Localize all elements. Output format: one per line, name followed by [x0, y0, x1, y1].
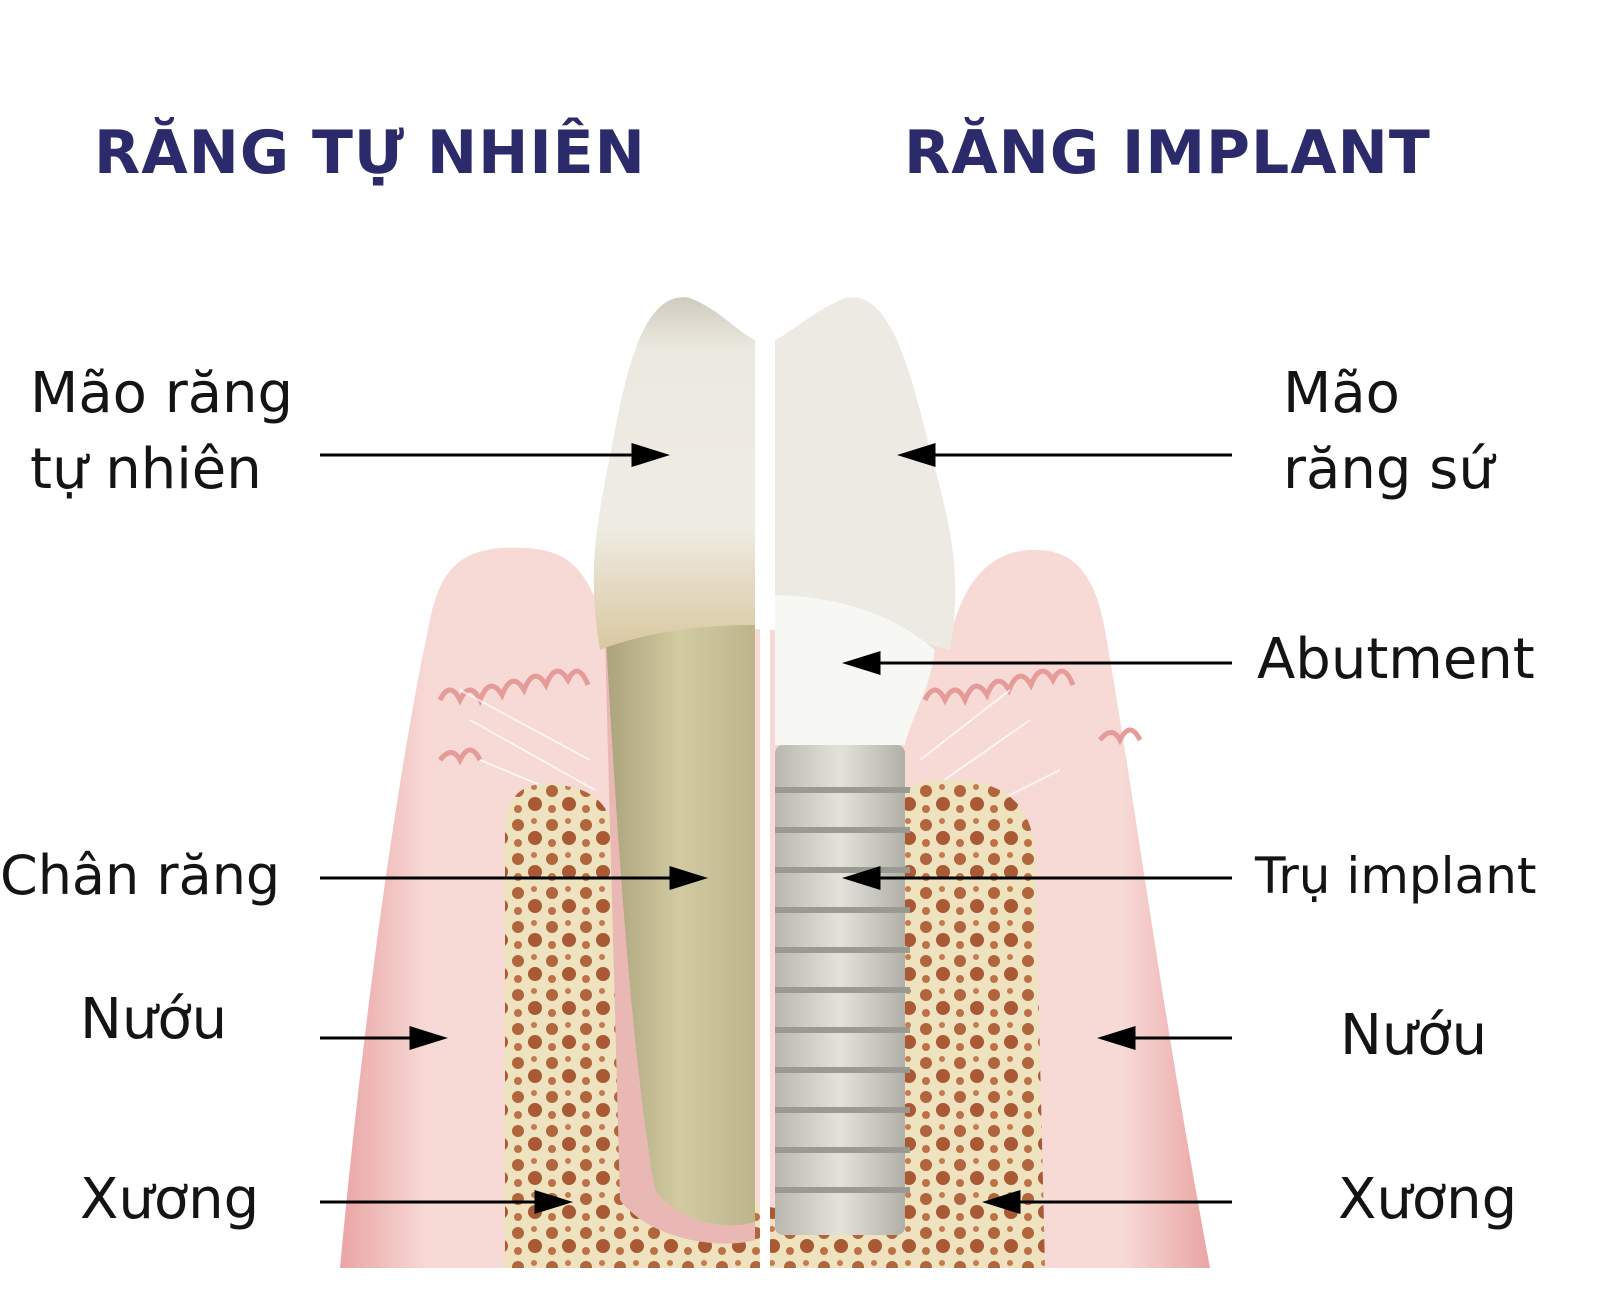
bone-left [505, 783, 630, 1268]
label-natural-bone: Xương [80, 1167, 260, 1232]
label-natural-root: Chân răng [0, 844, 281, 907]
natural-crown [593, 297, 755, 650]
label-abutment: Abutment [1257, 627, 1535, 692]
abutment-part [775, 595, 935, 745]
label-natural-crown: Mão răng tự nhiên [30, 356, 293, 508]
label-implant-gum: Nướu [1340, 1003, 1488, 1068]
label-natural-crown-line1: Mão răng [30, 361, 294, 426]
label-natural-crown-line2: tự nhiên [30, 437, 262, 502]
bone-right [900, 780, 1045, 1268]
natural-tooth-title: RĂNG TỰ NHIÊN [94, 118, 646, 188]
label-implant-crown-line1: Mão [1283, 361, 1400, 426]
pointer-arrows [320, 442, 1232, 1215]
natural-root [605, 620, 755, 1226]
label-natural-gum: Nướu [80, 987, 228, 1052]
gum-papillae [437, 668, 1143, 766]
implant-crown [775, 297, 956, 650]
implant-tooth-title: RĂNG IMPLANT [904, 118, 1431, 188]
implant-threads [775, 787, 910, 1193]
label-implant-post: Trụ implant [1255, 847, 1537, 905]
label-implant-bone: Xương [1338, 1167, 1518, 1232]
label-implant-crown-line2: răng sứ [1283, 437, 1494, 502]
label-implant-crown: Mão răng sứ [1283, 356, 1494, 508]
